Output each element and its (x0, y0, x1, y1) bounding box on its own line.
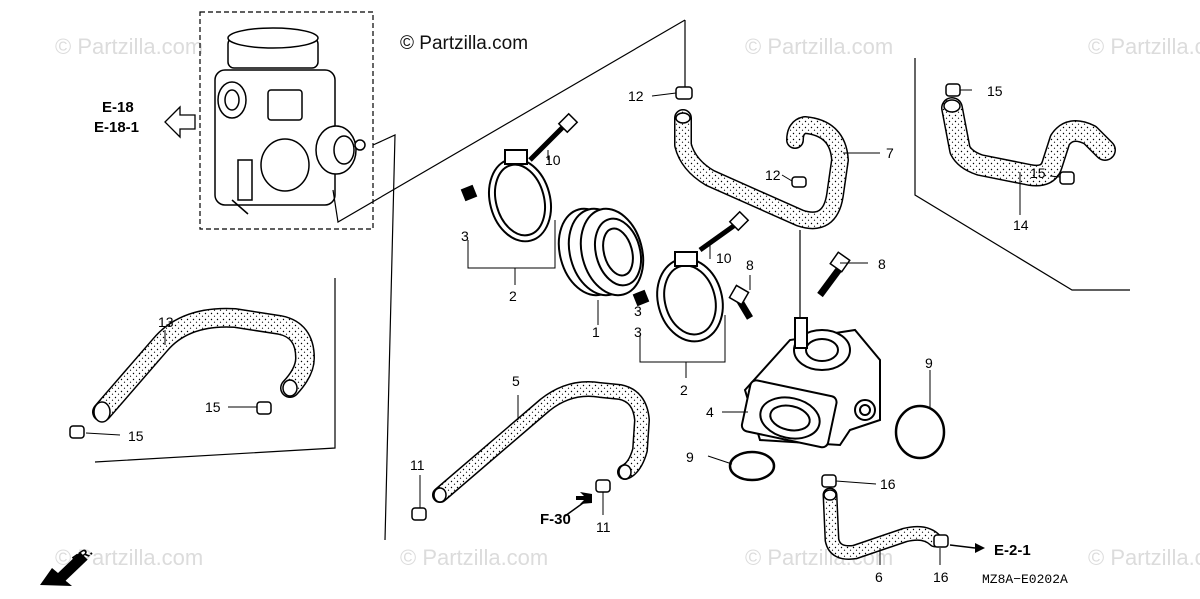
clip-11-right (595, 479, 611, 493)
watermark: © Partzilla.com (1088, 34, 1200, 59)
clip-15-mid (1059, 171, 1075, 185)
callout-14[interactable]: 14 (1013, 217, 1029, 233)
callout-3[interactable]: 3 (461, 228, 469, 244)
watermark: © Partzilla.com (1088, 545, 1200, 570)
callout-5[interactable]: 5 (512, 373, 520, 389)
clip-11-left (411, 507, 427, 521)
callout-3[interactable]: 3 (634, 324, 642, 340)
callout-8[interactable]: 8 (746, 257, 754, 273)
callout-16[interactable]: 16 (933, 569, 949, 585)
callout-8[interactable]: 8 (878, 256, 886, 272)
callout-15[interactable]: 15 (128, 428, 144, 444)
callout-2[interactable]: 2 (509, 288, 517, 304)
callout-9[interactable]: 9 (925, 355, 933, 371)
clip-12-top (675, 86, 693, 100)
callout-12[interactable]: 12 (765, 167, 781, 183)
front-direction-arrow (40, 552, 89, 586)
callout-16[interactable]: 16 (880, 476, 896, 492)
intake-body-4 (740, 317, 881, 449)
watermark: © Partzilla.com (745, 34, 894, 59)
ref-e18[interactable]: E-18 (102, 99, 134, 116)
callout-7[interactable]: 7 (886, 145, 894, 161)
callout-2[interactable]: 2 (680, 382, 688, 398)
carburetor-box (199, 11, 374, 230)
watermark: © Partzilla.com (55, 34, 204, 59)
clip-16-top (821, 474, 837, 488)
arrow-f30 (576, 492, 592, 504)
callout-6[interactable]: 6 (875, 569, 883, 585)
callout-10[interactable]: 10 (545, 152, 561, 168)
callout-13[interactable]: 13 (158, 314, 174, 330)
bolt-8 (728, 251, 851, 320)
ref-e2-1[interactable]: E-2-1 (994, 542, 1031, 559)
callout-15[interactable]: 15 (987, 83, 1003, 99)
callout-11[interactable]: 11 (596, 519, 611, 535)
bolt-10-upper (528, 112, 579, 162)
callout-15[interactable]: 15 (205, 399, 221, 415)
clamp-2-lower (632, 251, 724, 343)
callout-10[interactable]: 10 (716, 250, 732, 266)
callout-4[interactable]: 4 (706, 404, 714, 420)
o-ring-9-lower (728, 450, 776, 482)
callout-3[interactable]: 3 (634, 303, 642, 319)
o-ring-9-right (894, 404, 946, 460)
ref-e18-1[interactable]: E-18-1 (94, 119, 140, 136)
clip-15-bottom (69, 425, 85, 439)
callout-9[interactable]: 9 (686, 449, 694, 465)
insulator-1 (557, 207, 645, 297)
callout-12[interactable]: 12 (628, 88, 644, 104)
arrow-e21 (975, 543, 985, 553)
clip-16-bottom (933, 534, 949, 548)
bolt-10-lower (698, 210, 750, 253)
clip-15-top (945, 83, 961, 97)
callout-11[interactable]: 11 (410, 457, 425, 473)
ref-f30[interactable]: F-30 (540, 511, 571, 528)
arrow-e18 (164, 105, 196, 139)
watermark: © Partzilla.com (400, 545, 549, 570)
diagram-code: MZ8A−E0202A (982, 572, 1068, 587)
clip-12-mid (791, 176, 807, 188)
callout-1[interactable]: 1 (592, 324, 600, 340)
copyright-notice: © Partzilla.com (400, 33, 529, 54)
clamp-2-upper (460, 149, 552, 243)
clip-15-left (256, 401, 272, 415)
callout-15[interactable]: 15 (1030, 165, 1046, 181)
carburetor (214, 27, 366, 215)
